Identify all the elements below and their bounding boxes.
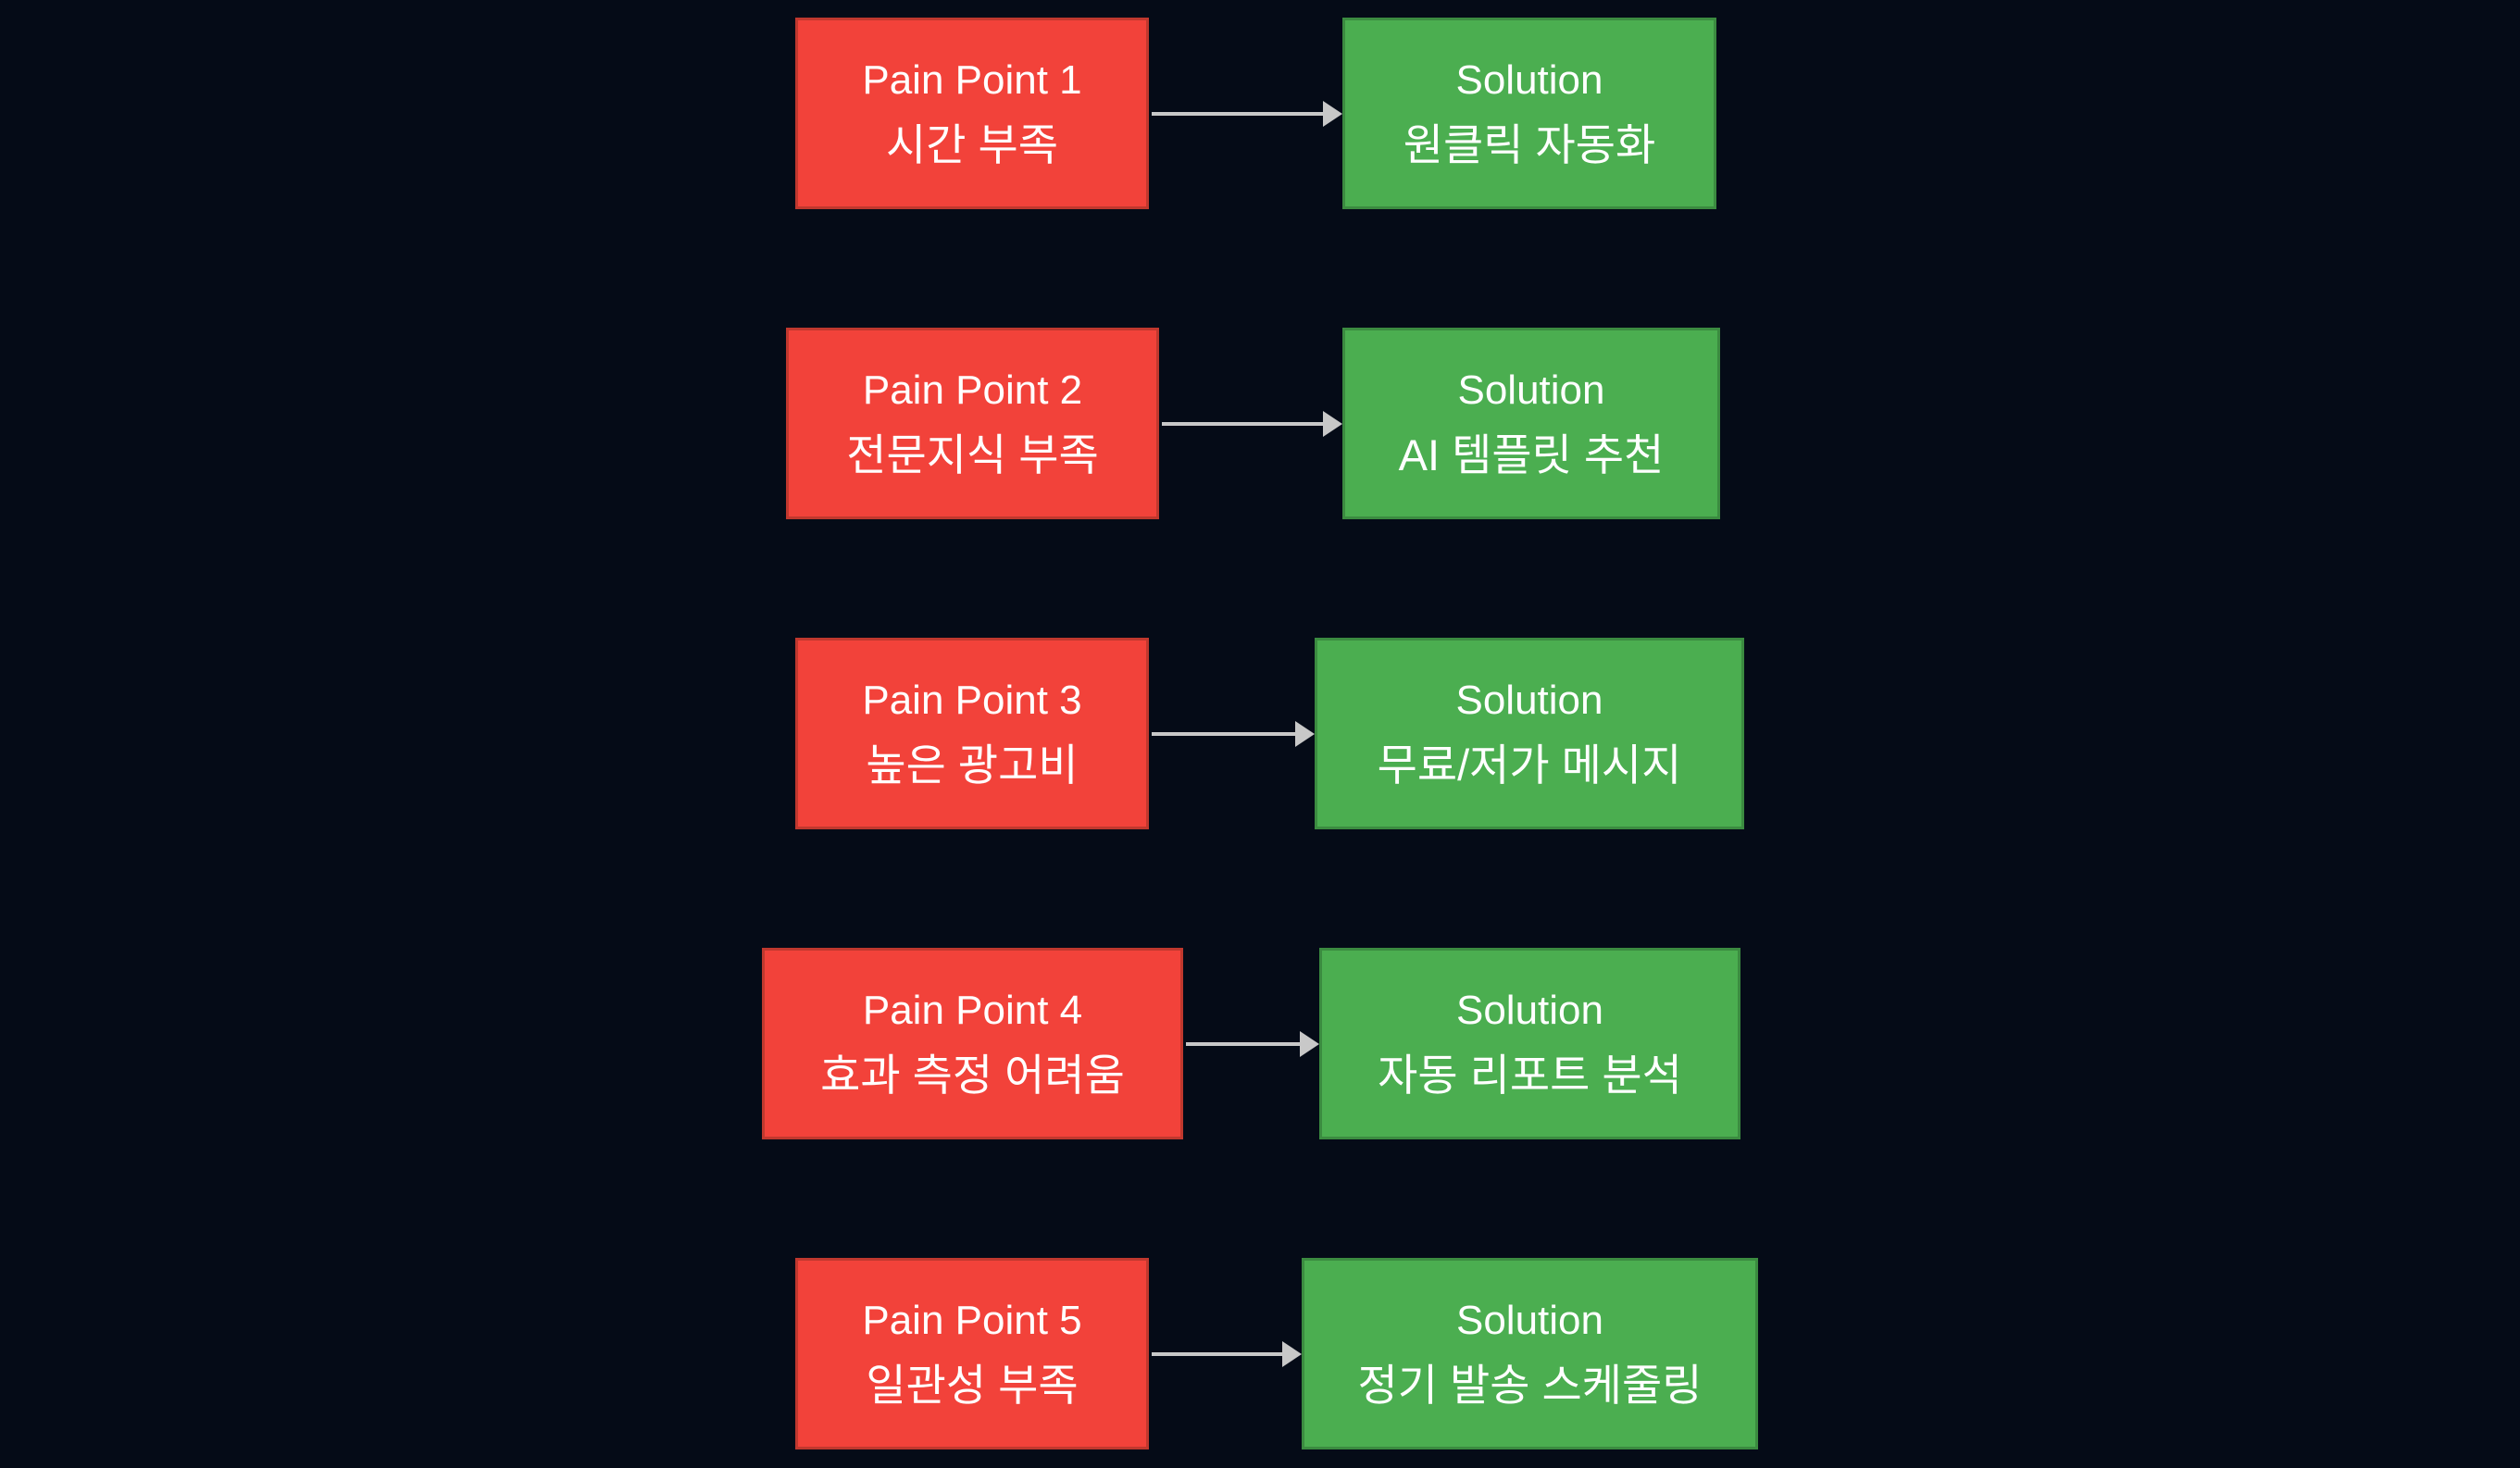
solution-detail: AI 템플릿 추천 [1398,430,1665,479]
solution-title: Solution [1457,367,1605,413]
solution-4-box: Solution 자동 리포트 분석 [1319,948,1740,1139]
pain-point-detail: 높은 광고비 [866,740,1079,790]
solution-title: Solution [1455,988,1603,1033]
pain-point-detail: 전문지식 부족 [846,430,1099,479]
solution-1-box: Solution 원클릭 자동화 [1342,18,1716,209]
pain-point-title: Pain Point 4 [862,988,1083,1033]
arrow-shaft [1152,1352,1282,1356]
solution-3-box: Solution 무료/저가 메시지 [1315,638,1744,829]
solution-2-box: Solution AI 템플릿 추천 [1342,328,1720,519]
solution-title: Solution [1455,1298,1603,1343]
pain-point-2-box: Pain Point 2 전문지식 부족 [786,328,1159,519]
solution-title: Solution [1455,57,1603,103]
pain-point-1-box: Pain Point 1 시간 부족 [795,18,1149,209]
solution-detail: 정기 발송 스케줄링 [1357,1361,1703,1410]
arrow-shaft [1152,732,1295,736]
solution-detail: 원클릭 자동화 [1403,120,1656,169]
pain-point-title: Pain Point 5 [862,1298,1082,1343]
arrow-shaft [1186,1042,1300,1046]
pain-point-title: Pain Point 3 [862,678,1082,723]
solution-detail: 무료/저가 메시지 [1377,740,1682,790]
arrow-shaft [1162,422,1323,426]
pain-point-4-box: Pain Point 4 효과 측정 어려움 [762,948,1183,1139]
pain-point-title: Pain Point 2 [862,367,1083,413]
arrow-shaft [1152,112,1323,116]
pain-point-detail: 효과 측정 어려움 [820,1051,1125,1100]
pain-point-title: Pain Point 1 [862,57,1082,103]
solution-detail: 자동 리포트 분석 [1378,1051,1682,1100]
arrow-head [1323,411,1342,437]
solution-5-box: Solution 정기 발송 스케줄링 [1302,1258,1758,1449]
pain-point-detail: 시간 부족 [885,120,1059,169]
arrow-head [1282,1341,1302,1367]
pain-point-detail: 일관성 부족 [866,1361,1079,1410]
pain-point-5-box: Pain Point 5 일관성 부족 [795,1258,1149,1449]
pain-point-3-box: Pain Point 3 높은 광고비 [795,638,1149,829]
arrow-head [1295,721,1315,747]
arrow-head [1323,101,1342,127]
solution-title: Solution [1455,678,1603,723]
arrow-head [1300,1031,1319,1057]
